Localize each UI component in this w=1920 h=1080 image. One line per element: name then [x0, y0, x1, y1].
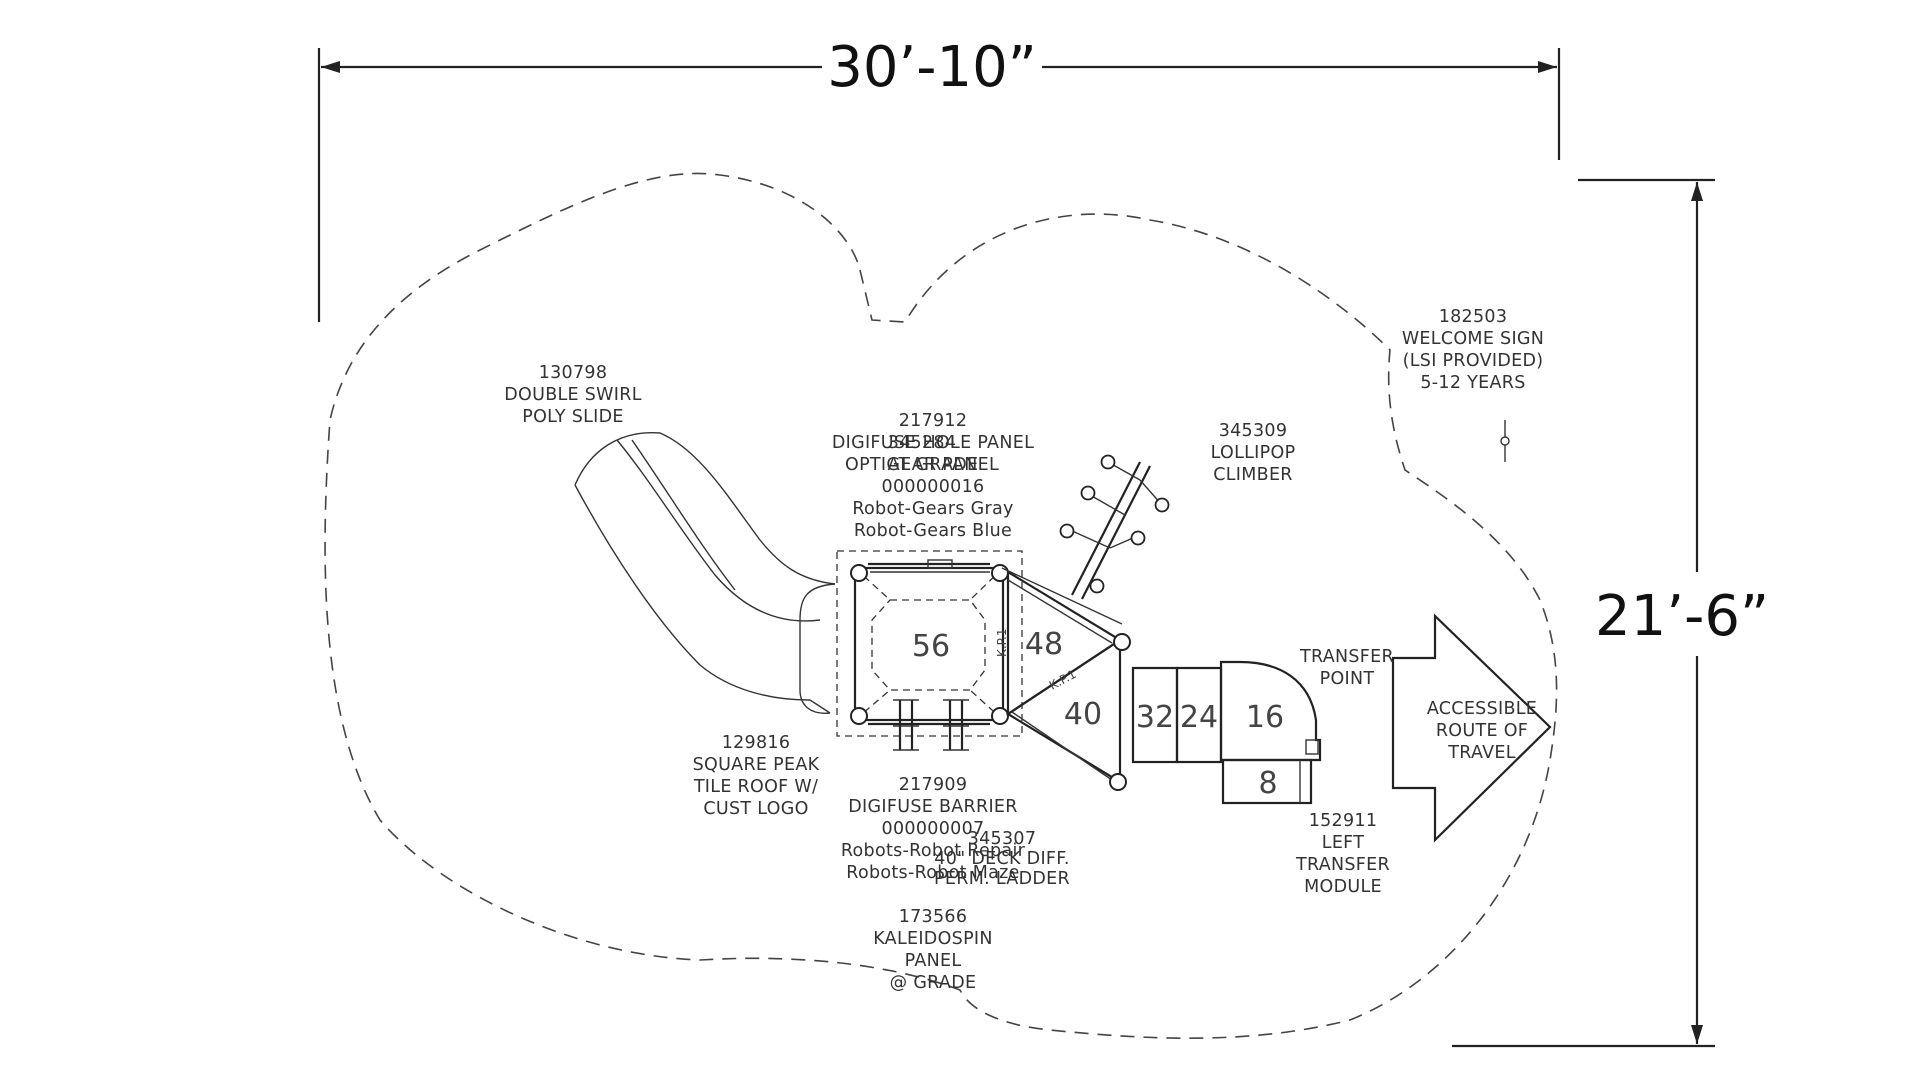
kaleidospin-label-line: 173566	[899, 907, 968, 927]
panel-345284-label-line: OPTIGEAR PANEL	[845, 455, 999, 475]
step-height-8: 8	[1258, 766, 1277, 801]
transfer-point-label-line: TRANSFER	[1299, 647, 1394, 667]
sign-label-line: WELCOME SIGN	[1402, 329, 1544, 349]
corner-post	[991, 564, 1009, 582]
panel-217912-label-line: Robot-Gears Gray	[852, 499, 1013, 519]
panel-217912-label-line: Robot-Gears Blue	[854, 521, 1012, 541]
barrier-label-line: 000000007	[882, 819, 985, 839]
sign-label-line: 182503	[1439, 307, 1508, 327]
route-label-line: ROUTE OF	[1436, 721, 1528, 741]
deck-height-56: 56	[912, 629, 950, 664]
width-dimension: 30’-10”	[317, 35, 1561, 322]
welcome-sign-symbol	[1500, 420, 1510, 462]
width-dimension-label: 30’-10”	[827, 35, 1037, 100]
roof-label-line: TILE ROOF W/	[693, 777, 818, 797]
triangle-decks: 48 40 K.P.1 K.P.1	[995, 567, 1131, 791]
kp-marker-1: K.P.1	[995, 629, 1009, 658]
corner-post	[850, 707, 868, 725]
panel-217912-label-line: DIGIFUSE HOLE PANEL	[832, 433, 1034, 453]
ladder-label-line: 40" DECK DIFF.	[934, 849, 1069, 869]
barrier-label-line: Robots-Robot Maze	[846, 863, 1019, 883]
kaleidospin-label-line: @ GRADE	[890, 973, 977, 993]
barrier-label-line: 217909	[899, 775, 968, 795]
route-label-line: ACCESSIBLE	[1427, 699, 1537, 719]
corner-post	[991, 707, 1009, 725]
depth-dimension-label: 21’-6”	[1595, 584, 1769, 649]
roof-label-line: SQUARE PEAK	[693, 755, 820, 775]
panel-217912-label-line: 000000016	[882, 477, 985, 497]
climber-label-line: LOLLIPOP	[1211, 443, 1296, 463]
roof-label-line: 129816	[722, 733, 791, 753]
panel-217912-label-line: 217912	[899, 411, 968, 431]
step-height-16: 16	[1246, 700, 1284, 735]
corner-post	[850, 564, 868, 582]
climber-label-line: 345309	[1219, 421, 1288, 441]
slide-label-line: DOUBLE SWIRL	[504, 385, 642, 405]
slide-label-line: POLY SLIDE	[522, 407, 624, 427]
kaleidospin-label-line: KALEIDOSPIN	[873, 929, 993, 949]
ladder-label-line: PERM. LADDER	[934, 869, 1070, 889]
panel-217912-label-line: AT GRADE	[888, 455, 979, 475]
transfer-point-label-line: POINT	[1320, 669, 1375, 689]
main-deck-56: 56	[836, 550, 1023, 737]
barrier-posts	[893, 699, 969, 751]
ladder-label-line: 345307	[968, 829, 1037, 849]
transfer-module-label-line: TRANSFER	[1295, 855, 1390, 875]
panel-345284-label-line: 345284	[888, 433, 957, 453]
route-label-line: TRAVEL	[1447, 743, 1516, 763]
step-height-32: 32	[1136, 700, 1174, 735]
kaleidospin-label-line: PANEL	[905, 951, 962, 971]
double-swirl-slide	[574, 432, 836, 714]
deck-height-48: 48	[1025, 627, 1063, 662]
step-height-24: 24	[1180, 700, 1218, 735]
deck-height-40: 40	[1064, 697, 1102, 732]
kp-marker-2: K.P.1	[1047, 667, 1079, 693]
transfer-module-label-line: LEFT	[1322, 833, 1364, 853]
transfer-module-label-line: MODULE	[1304, 877, 1382, 897]
barrier-label-line: Robots-Robot Repair	[841, 841, 1026, 861]
use-zone-outline	[324, 172, 1558, 1039]
depth-dimension: 21’-6”	[1452, 178, 1769, 1048]
accessible-route-arrow	[1391, 613, 1552, 843]
sign-label-line: (LSI PROVIDED)	[1403, 351, 1544, 371]
roof-label-line: CUST LOGO	[703, 799, 808, 819]
sign-label-line: 5-12 YEARS	[1420, 373, 1525, 393]
slide-label-line: 130798	[539, 363, 608, 383]
transfer-module-label-line: 152911	[1309, 811, 1378, 831]
transfer-steps: 32 24 16 8	[1131, 660, 1322, 805]
climber-label-line: CLIMBER	[1213, 465, 1293, 485]
barrier-label-line: DIGIFUSE BARRIER	[848, 797, 1017, 817]
lollipop-climber	[1059, 454, 1170, 600]
